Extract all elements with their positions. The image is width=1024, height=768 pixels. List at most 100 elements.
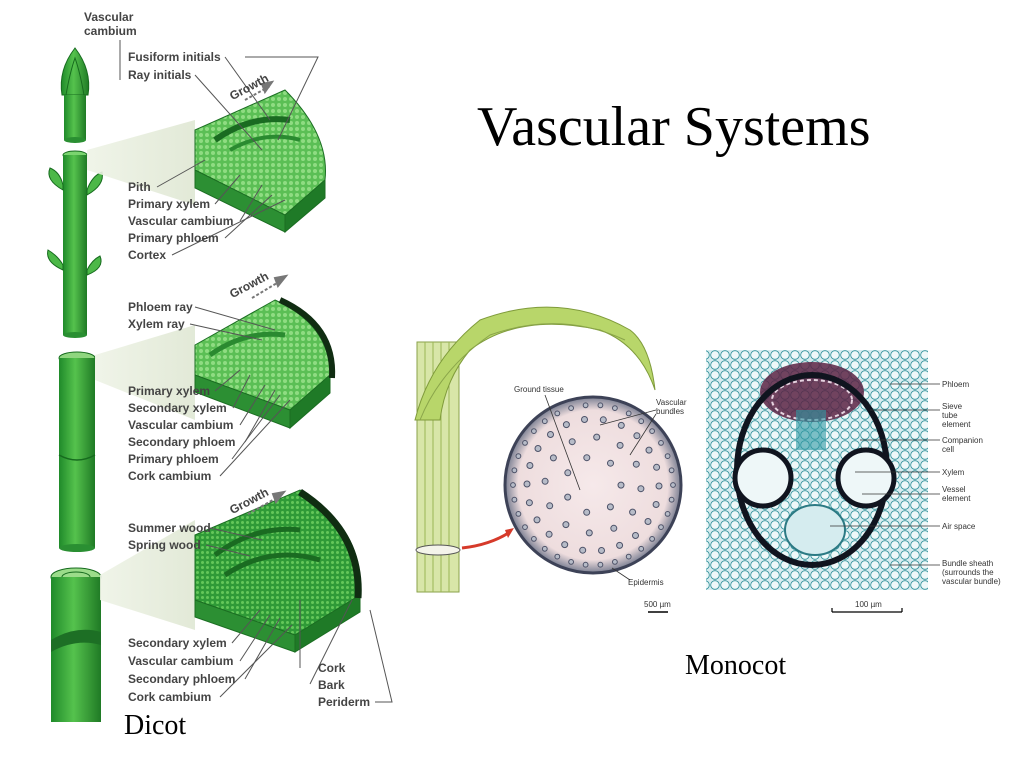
vascular-bundle-dot (629, 508, 637, 516)
vascular-bundle-dot (568, 438, 576, 446)
label-primary-phloem-1: Primary phloem (128, 231, 219, 245)
vascular-bundle-dot (638, 545, 645, 552)
vascular-bundle-dot (545, 530, 553, 538)
vascular-bundle-dot (610, 524, 618, 532)
vascular-bundle-dot (561, 541, 569, 549)
vascular-bundle-dot (632, 460, 640, 468)
vascular-bundle-dot (582, 402, 589, 409)
vascular-bundle-dot (534, 445, 542, 452)
vascular-bundle-dot (612, 559, 618, 565)
vascular-bundle-dot (585, 529, 593, 537)
label-sieve-1: Sieve (942, 402, 963, 411)
vascular-bundle-dot (616, 541, 624, 549)
label-vascular-bundles-1: Vascular (656, 398, 687, 407)
vascular-bundle-dot (653, 463, 661, 471)
vascular-bundle-dot (511, 496, 518, 503)
label-vessel-1: Vessel (942, 485, 966, 494)
vascular-bundle-dot (515, 511, 522, 517)
label-secondary-xylem-1: Secondary xylem (128, 401, 227, 415)
vascular-bundle-dot (541, 418, 548, 425)
vascular-bundle-dot (644, 518, 652, 525)
vascular-bundle-dot (562, 421, 570, 429)
label-phloem-ray: Phloem ray (128, 300, 193, 314)
vascular-bundle-dot (564, 493, 572, 501)
vascular-bundle-dot (645, 446, 653, 454)
dicot-stem-series (47, 47, 103, 722)
label-vascular-cambium-top-1: Vascular (84, 10, 134, 24)
label-vessel-2: element (942, 494, 971, 503)
vascular-bundle-dot (533, 516, 541, 524)
label-secondary-phloem-2: Secondary phloem (128, 672, 236, 686)
vascular-bundle-dot (599, 416, 607, 424)
monocot-stem-illustration (414, 306, 656, 593)
label-scale-500: 500 µm (644, 600, 671, 609)
vascular-bundle-dot (638, 418, 645, 425)
vascular-bundle-dot (655, 482, 663, 490)
vascular-bundle-dot (511, 467, 518, 474)
dicot-leader-lines (119, 40, 393, 703)
vascular-bundle-dot (583, 508, 591, 516)
label-secondary-phloem-1: Secondary phloem (128, 435, 236, 449)
label-air-space: Air space (942, 522, 976, 531)
label-companion-1: Companion (942, 436, 983, 445)
vascular-bundle-dot (625, 553, 632, 560)
label-fusiform-initials: Fusiform initials (128, 50, 221, 64)
vascular-bundle-dot (522, 524, 528, 530)
monocot-leader-lines (544, 383, 940, 581)
vascular-bundle-dot (522, 440, 528, 446)
label-bundle-sheath-2: (surrounds the (942, 568, 994, 577)
vascular-bundle-dot (562, 521, 570, 529)
label-bundle-sheath-1: Bundle sheath (942, 559, 994, 568)
label-epidermis: Epidermis (628, 578, 664, 587)
vascular-bundle-dot (568, 405, 574, 412)
label-cork: Cork (318, 661, 346, 675)
growth-arrows (244, 80, 289, 515)
vascular-bundle-dot (633, 432, 641, 440)
vascular-bundle-dot (625, 410, 632, 417)
dicot-block-wood (194, 489, 362, 653)
vascular-bundle-dot (546, 502, 554, 510)
label-vascular-bundles-2: bundles (656, 407, 685, 416)
vascular-bundle-dot (649, 428, 655, 435)
vascular-bundle-dot (597, 402, 604, 409)
label-vascular-cambium-3: Vascular cambium (128, 654, 234, 668)
vascular-bundle-dot (664, 511, 671, 517)
vascular-bundle-dot (541, 545, 548, 552)
label-xylem-ray: Xylem ray (128, 317, 185, 331)
vascular-bundle-dot (649, 536, 655, 542)
vascular-bundle-dot (582, 561, 589, 568)
label-secondary-xylem-2: Secondary xylem (128, 636, 227, 650)
label-primary-xylem-2: Primary xylem (128, 384, 211, 398)
vascular-bundle-dot (523, 480, 531, 488)
vascular-bundle-dot (617, 481, 625, 489)
vascular-bundle-dot (606, 503, 614, 511)
vascular-bundle-dot (597, 561, 604, 568)
label-ray-initials: Ray initials (128, 68, 192, 82)
vascular-bundle-dot (616, 441, 624, 449)
vascular-bundle-micrograph (706, 350, 928, 590)
label-bundle-sheath-3: vascular bundle) (942, 577, 1001, 586)
vascular-bundle-dot (598, 547, 605, 554)
vascular-bundle-dot (568, 559, 574, 565)
vascular-bundle-dot (668, 467, 675, 474)
label-pith: Pith (128, 180, 151, 194)
scale-bar-100 (831, 608, 903, 613)
vascular-bundle-dot (515, 453, 522, 460)
vascular-bundle-dot (607, 459, 614, 467)
label-ground-tissue: Ground tissue (514, 385, 564, 394)
vascular-bundle-dot (617, 421, 625, 429)
dicot-caption: Dicot (124, 710, 187, 741)
label-sieve-2: tube (942, 411, 958, 420)
label-cortex: Cortex (128, 248, 167, 262)
label-cork-cambium-1: Cork cambium (128, 469, 212, 483)
label-vascular-cambium-2: Vascular cambium (128, 418, 234, 432)
vascular-bundle-dot (670, 482, 676, 488)
slide-title: Vascular Systems (477, 96, 871, 158)
vascular-bundle-dot (554, 553, 561, 560)
vascular-bundle-dot (658, 440, 664, 446)
label-vascular-cambium-top-2: cambium (84, 24, 137, 38)
label-cork-cambium-2: Cork cambium (128, 690, 212, 704)
label-vascular-cambium-1: Vascular cambium (128, 214, 234, 228)
vascular-bundle-dot (531, 428, 537, 435)
